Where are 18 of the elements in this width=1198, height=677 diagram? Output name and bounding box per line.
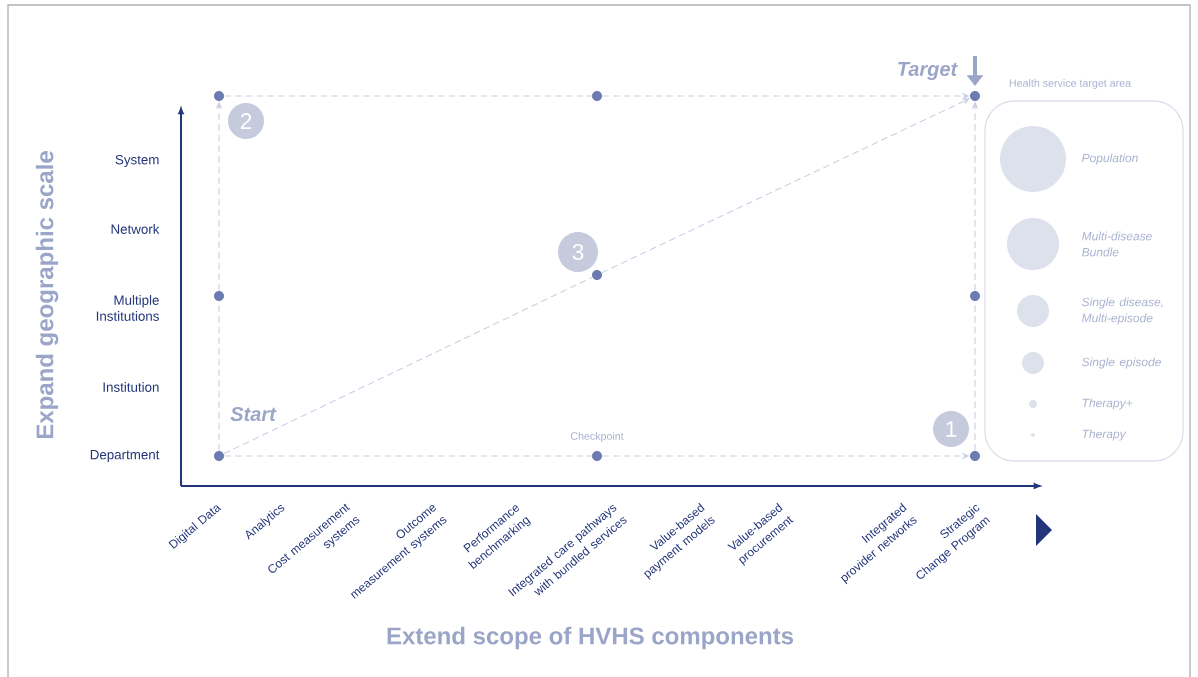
legend-text: Single disease, Multi-episode [1081,297,1163,325]
legend-text: Therapy [1082,429,1127,441]
axis-label: System [115,154,159,168]
axis-title: Expand geographic scale [35,151,59,439]
axis-label: Department [90,450,160,462]
start-label: Start [230,406,277,422]
connector [223,276,593,455]
axis-title: Extend scope of HVHS components [387,626,794,650]
checkpoint-label: Checkpoint [570,432,624,442]
node-label: Health service target area [1009,79,1132,89]
axis-label: Multiple Institutions [96,295,159,321]
target-label: Target [898,62,958,80]
legend-text: Therapy+ [1082,398,1133,410]
legend-text: Multi-disease Bundle [1082,231,1152,257]
legend-text: Single episode [1081,357,1161,369]
axis-label: Institution [103,382,159,392]
legend-text: Population [1082,153,1138,165]
axis-label: Network [111,224,160,234]
